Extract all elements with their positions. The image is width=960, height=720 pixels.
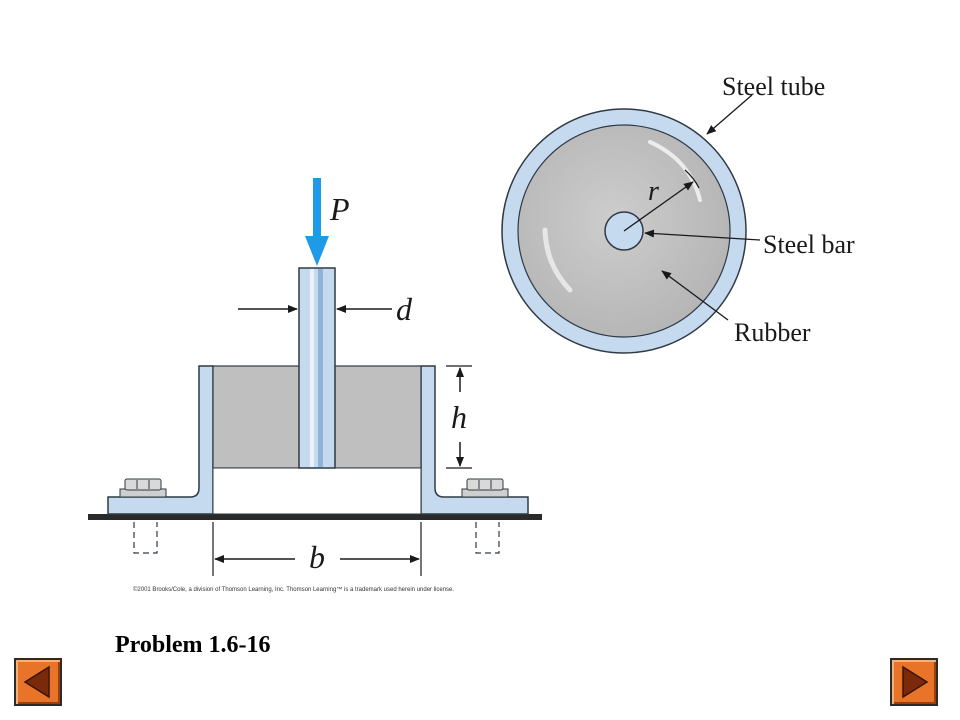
triangle-right-icon bbox=[902, 665, 929, 699]
steel-bar-leader bbox=[644, 229, 761, 241]
previous-slide-button[interactable] bbox=[14, 658, 62, 706]
load-arrow bbox=[305, 178, 329, 266]
steel-tube-leader bbox=[706, 94, 753, 135]
diameter-label: d bbox=[396, 291, 413, 327]
base-cavity bbox=[212, 467, 422, 515]
next-slide-button[interactable] bbox=[890, 658, 938, 706]
steel-bar-label: Steel bar bbox=[763, 230, 855, 259]
problem-title: Problem 1.6-16 bbox=[115, 632, 271, 658]
ground-line bbox=[88, 514, 542, 520]
height-label: h bbox=[451, 399, 467, 435]
right-bolt bbox=[461, 478, 509, 554]
dimension-b bbox=[212, 522, 422, 576]
radius-label: r bbox=[648, 176, 659, 207]
steel-tube-label: Steel tube bbox=[722, 72, 825, 101]
right-bracket bbox=[420, 365, 529, 515]
triangle-left-icon bbox=[23, 665, 50, 699]
rubber-label: Rubber bbox=[734, 318, 811, 347]
base-width-label: b bbox=[309, 539, 325, 575]
copyright-credit: ©2001 Brooks/Cole, a division of Thomson… bbox=[133, 586, 454, 593]
left-bolt bbox=[119, 478, 167, 554]
load-label: P bbox=[329, 191, 350, 227]
left-bracket bbox=[107, 365, 214, 515]
dimension-h bbox=[446, 365, 472, 469]
steel-bar-side bbox=[298, 267, 336, 469]
radius-indicator bbox=[623, 169, 700, 232]
rubber-leader bbox=[661, 270, 729, 321]
